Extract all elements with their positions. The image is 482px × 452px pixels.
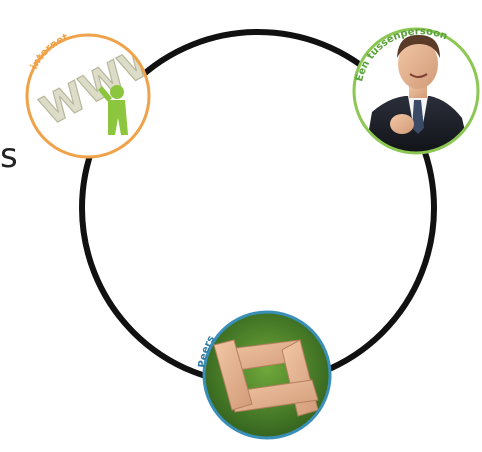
node-internet: WWW internet: [27, 32, 172, 157]
node-peers: Peers: [197, 312, 330, 438]
cropped-text-fragment: s: [0, 139, 18, 173]
node-intermediary: Een tussenpersoon: [354, 26, 478, 153]
